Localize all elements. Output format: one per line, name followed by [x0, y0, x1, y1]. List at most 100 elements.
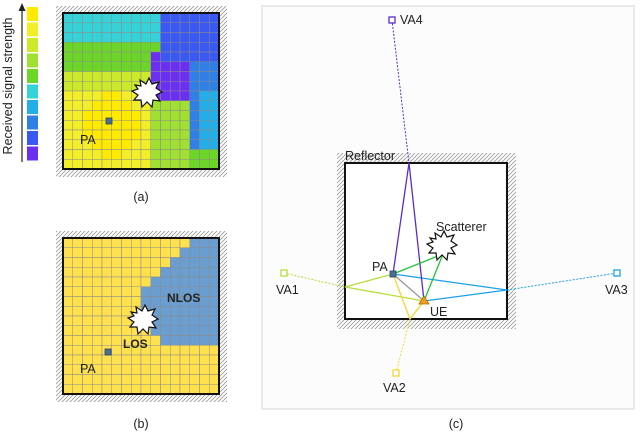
heatmap-cell — [209, 81, 220, 92]
heatmap-cell — [179, 159, 190, 170]
heatmap-cell — [121, 120, 132, 131]
heatmap-cell — [101, 159, 112, 170]
panel-c-caption: (c) — [449, 417, 464, 431]
panel-b-scatterer-icon — [126, 303, 160, 336]
heatmap-cell — [82, 81, 93, 92]
ue-label: UE — [430, 305, 447, 319]
legend-swatches — [27, 7, 38, 161]
heatmap-cell — [150, 61, 161, 72]
va4-virtual-ray — [391, 19, 410, 164]
nlos-cell — [170, 276, 181, 287]
los-cell — [140, 247, 151, 258]
los-cell — [92, 237, 103, 248]
legend-swatch — [27, 38, 38, 52]
los-cell — [92, 286, 103, 297]
los-cell — [111, 335, 122, 346]
heatmap-cell — [179, 120, 190, 131]
heatmap-cell — [121, 149, 132, 160]
los-cell — [62, 315, 73, 326]
heatmap-cell — [179, 12, 190, 23]
nlos-cell — [150, 296, 161, 307]
los-cell — [92, 296, 103, 307]
los-cell — [82, 267, 93, 278]
los-cell — [92, 335, 103, 346]
va2-virtual-ray — [395, 318, 411, 374]
nlos-cell — [140, 296, 151, 307]
heatmap-cell — [199, 100, 210, 111]
los-cell — [121, 374, 132, 385]
panel-b: PA LOS NLOS (b) — [56, 231, 227, 431]
los-cell — [111, 364, 122, 375]
heatmap-cell — [62, 61, 73, 72]
los-cell — [82, 315, 93, 326]
los-cell — [72, 257, 83, 268]
heatmap-cell — [82, 100, 93, 111]
heatmap-cell — [160, 22, 171, 33]
heatmap-cell — [131, 139, 142, 150]
nlos-cell — [150, 276, 161, 287]
heatmap-cell — [131, 110, 142, 121]
pa-marker — [389, 270, 397, 278]
heatmap-cell — [199, 61, 210, 72]
los-cell — [121, 237, 132, 248]
nlos-cell — [179, 325, 190, 336]
los-cell — [101, 364, 112, 375]
heatmap-cell — [111, 159, 122, 170]
nlos-cell — [160, 306, 171, 317]
los-cell — [209, 384, 220, 395]
nlos-cell — [179, 276, 190, 287]
heatmap-cell — [189, 81, 200, 92]
los-cell — [62, 237, 73, 248]
heatmap-cell — [82, 90, 93, 101]
heatmap-cell — [72, 149, 83, 160]
nlos-cell — [170, 306, 181, 317]
heatmap-cell — [140, 12, 151, 23]
heatmap-cell — [179, 81, 190, 92]
heatmap-cell — [72, 61, 83, 72]
los-cell — [62, 257, 73, 268]
nlos-cell — [160, 335, 171, 346]
heatmap-cell — [160, 51, 171, 62]
heatmap-cell — [150, 42, 161, 53]
los-cell — [150, 267, 161, 278]
los-cell — [111, 306, 122, 317]
los-cell — [179, 354, 190, 365]
heatmap-cell — [160, 139, 171, 150]
los-cell — [62, 325, 73, 336]
heatmap-cell — [111, 51, 122, 62]
los-cell — [189, 364, 200, 375]
heatmap-cell — [101, 139, 112, 150]
los-cell — [111, 325, 122, 336]
los-cell — [111, 276, 122, 287]
panel-a-caption: (a) — [133, 190, 148, 204]
heatmap-cell — [92, 149, 103, 160]
los-cell — [62, 345, 73, 356]
los-cell — [82, 296, 93, 307]
legend-swatch — [27, 22, 38, 37]
los-cell — [179, 345, 190, 356]
heatmap-cell — [189, 71, 200, 82]
heatmap-cell — [170, 139, 181, 150]
heatmap-cell — [92, 100, 103, 111]
heatmap-cell — [209, 51, 220, 62]
heatmap-cell — [72, 90, 83, 101]
heatmap-cell — [170, 42, 181, 53]
los-cell — [62, 374, 73, 385]
los-cell — [131, 276, 142, 287]
heatmap-cell — [92, 51, 103, 62]
heatmap-cell — [111, 42, 122, 53]
los-cell — [82, 335, 93, 346]
nlos-cell — [170, 257, 181, 268]
legend-swatch — [27, 115, 38, 130]
heatmap-cell — [179, 71, 190, 82]
los-cell — [121, 354, 132, 365]
heatmap-cell — [189, 32, 200, 43]
los-cell — [82, 247, 93, 258]
los-cell — [111, 354, 122, 365]
heatmap-cell — [121, 110, 132, 121]
heatmap-cell — [189, 120, 200, 131]
heatmap-cell — [92, 61, 103, 72]
heatmap-cell — [62, 12, 73, 23]
los-cell — [170, 237, 181, 248]
heatmap-cell — [111, 139, 122, 150]
